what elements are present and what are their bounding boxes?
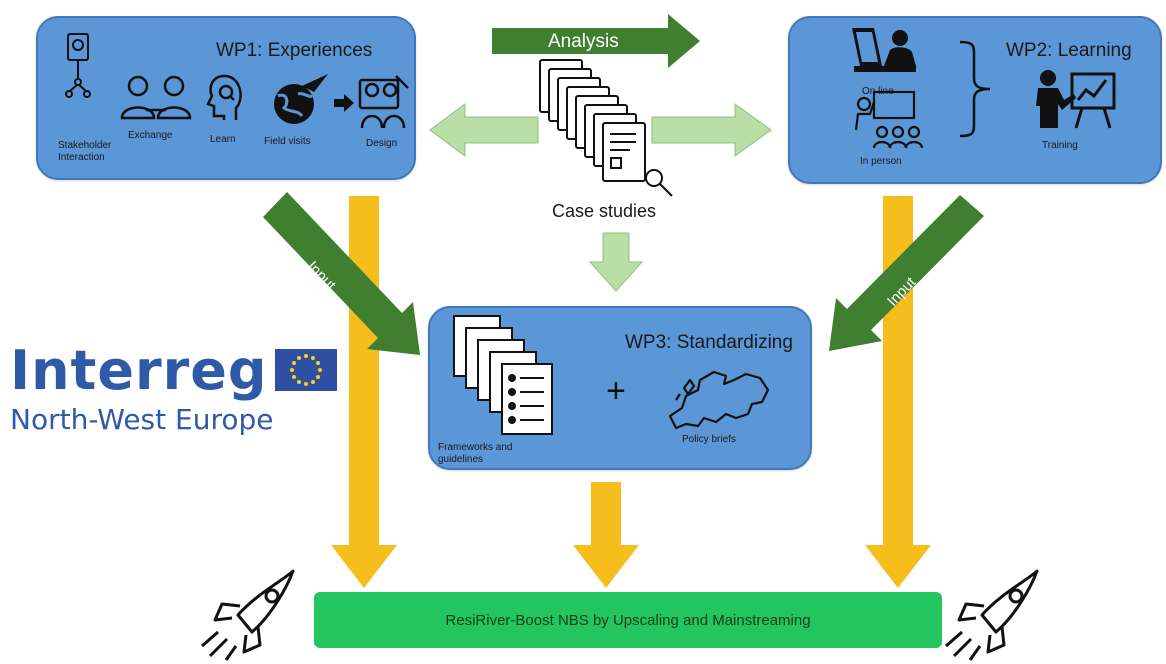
bracket-icon [959, 40, 991, 138]
rocket-icon-left [201, 569, 295, 661]
online-icon [852, 28, 916, 72]
training-icon [1036, 70, 1116, 129]
stakeholder-label-line2: Interaction [58, 152, 105, 163]
light-arrow-to-wp1 [429, 103, 539, 157]
in-person-icon [854, 90, 924, 149]
eu-flag-icon [275, 349, 337, 391]
wp2-title: WP2: Learning [1006, 40, 1132, 61]
frameworks-guidelines-icon [453, 315, 553, 435]
case-studies-icon [539, 59, 673, 197]
plus-sign: + [606, 372, 626, 410]
analysis-arrow [492, 14, 700, 68]
wp3-box: WP3: Standardizing Frameworks and guidel… [428, 306, 812, 470]
design-icon [358, 75, 409, 129]
in-person-label: In person [860, 156, 902, 167]
light-arrow-to-wp3 [588, 232, 644, 292]
analysis-label: Analysis [548, 31, 619, 52]
stakeholder-interaction-icon [65, 33, 91, 98]
arrow-right-icon [334, 94, 354, 112]
yellow-arrow-left [331, 196, 397, 588]
yellow-arrow-center [573, 482, 639, 588]
field-visits-icon [274, 74, 328, 124]
rocket-icon-right [945, 569, 1039, 661]
input-arrow-right [829, 195, 984, 351]
goal-banner: ResiRiver-Boost NBS by Upscaling and Mai… [314, 592, 942, 648]
learn-icon [206, 74, 242, 120]
field-visits-label: Field visits [264, 136, 311, 147]
europe-map-icon [668, 370, 770, 430]
wp1-box: WP1: Experiences Stakeholder Interaction… [36, 16, 416, 180]
goal-label: ResiRiver-Boost NBS by Upscaling and Mai… [445, 611, 811, 629]
stakeholder-label-line1: Stakeholder [58, 140, 112, 151]
interreg-logo-text: Interreg [10, 339, 268, 402]
frameworks-label-line1: Frameworks and [438, 442, 513, 453]
input-arrow-left [263, 192, 420, 355]
exchange-icon [120, 75, 192, 120]
wp1-title: WP1: Experiences [216, 40, 373, 61]
light-arrow-to-wp2 [651, 103, 772, 157]
policy-briefs-label: Policy briefs [682, 434, 736, 445]
yellow-arrow-right [865, 196, 931, 588]
training-label: Training [1042, 140, 1078, 151]
frameworks-label-line2: guidelines [438, 454, 484, 465]
learn-label: Learn [210, 134, 236, 145]
wp3-title: WP3: Standardizing [625, 332, 793, 353]
design-label: Design [366, 138, 398, 149]
interreg-logo-subtitle: North-West Europe [10, 403, 274, 436]
case-studies-label: Case studies [552, 201, 657, 221]
wp2-box: WP2: Learning On line In person Training [788, 16, 1162, 184]
exchange-label: Exchange [128, 130, 173, 141]
